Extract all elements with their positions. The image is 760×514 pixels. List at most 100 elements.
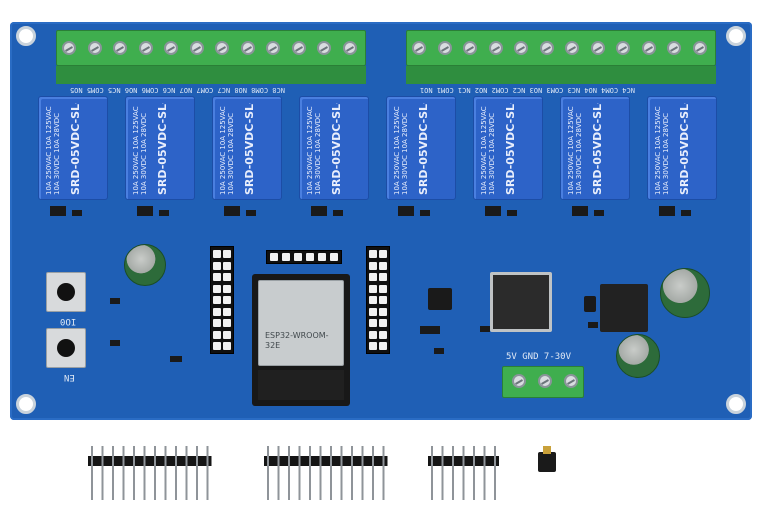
relay: 10A 250VAC 10A 125VAC 10A 30VDC 10A 28VD… xyxy=(647,96,717,200)
jumper-cap xyxy=(538,446,556,472)
header-pad xyxy=(223,307,231,316)
relay-spec: 10A 250VAC 10A 125VAC 10A 30VDC 10A 28VD… xyxy=(219,106,235,195)
relay-code: SRD-05VDC-SL-C xyxy=(591,103,604,195)
relay-spec: 10A 250VAC 10A 125VAC 10A 30VDC 10A 28VD… xyxy=(393,106,409,195)
header-pad xyxy=(223,342,231,350)
power-screw-2 xyxy=(538,374,552,388)
relay: 10A 250VAC 10A 125VAC 10A 30VDC 10A 28VD… xyxy=(125,96,195,200)
mounting-hole-bottom-left xyxy=(16,394,36,414)
capacitor-c4 xyxy=(616,334,660,378)
smd-part xyxy=(110,298,120,304)
power-screw-1 xyxy=(512,374,526,388)
header-strip-body xyxy=(264,456,388,466)
terminal-screw xyxy=(412,41,426,55)
accessories xyxy=(88,446,556,500)
header-pad xyxy=(306,253,314,261)
terminal-screw xyxy=(215,41,229,55)
terminal-screw xyxy=(291,41,306,55)
header-pad xyxy=(379,342,387,350)
terminal-screw xyxy=(164,41,178,55)
terminal-screw xyxy=(514,41,528,55)
relay-spec: 10A 250VAC 10A 125VAC 10A 30VDC 10A 28VD… xyxy=(306,106,322,195)
header-pad xyxy=(223,284,231,293)
relay: 10A 250VAC 10A 125VAC 10A 30VDC 10A 28VD… xyxy=(560,96,630,200)
terminal-screw xyxy=(539,41,554,55)
en-button xyxy=(46,328,86,368)
terminal-screw xyxy=(240,41,255,55)
header-pad xyxy=(379,296,387,304)
mounting-hole-top-right xyxy=(726,26,746,46)
terminal-screw xyxy=(590,41,605,55)
terminal-screw xyxy=(62,41,76,55)
relay-driver-transistor xyxy=(572,206,588,216)
header-pad xyxy=(213,319,221,327)
header-pad xyxy=(369,319,377,327)
header-pad xyxy=(369,342,377,350)
relay-code: SRD-05VDC-SL-C xyxy=(417,103,430,195)
header-pad xyxy=(282,253,290,261)
relay: 10A 250VAC 10A 125VAC 10A 30VDC 10A 28VD… xyxy=(386,96,456,200)
ldo-regulator xyxy=(428,288,452,310)
relay-driver-transistor xyxy=(311,206,327,216)
en-label: EN xyxy=(64,372,75,382)
smd-part xyxy=(420,326,440,334)
header-pad xyxy=(318,253,326,261)
header-pad xyxy=(223,261,231,270)
relay-code: SRD-05VDC-SL-C xyxy=(69,103,82,195)
terminal-screw xyxy=(87,41,102,55)
terminal-screw xyxy=(641,41,656,55)
header-pad xyxy=(223,250,231,258)
header-pad xyxy=(369,250,377,258)
header-pad xyxy=(379,261,387,270)
relay: 10A 250VAC 10A 125VAC 10A 30VDC 10A 28VD… xyxy=(473,96,543,200)
esp32-module: ESP32-WROOM-32E xyxy=(252,274,350,406)
relay-spec: 10A 250VAC 10A 125VAC 10A 30VDC 10A 28VD… xyxy=(132,106,148,195)
terminal-block-left xyxy=(56,30,366,66)
module-text: ESP32-WROOM-32E xyxy=(265,331,329,350)
header-pins-middle xyxy=(264,446,388,500)
power-screw-3 xyxy=(564,374,578,388)
relay-code: SRD-05VDC-SL-C xyxy=(330,103,343,195)
terminal-screw xyxy=(692,41,707,55)
terminal-block-right xyxy=(406,30,716,66)
module-shield: ESP32-WROOM-32E xyxy=(258,280,344,366)
header-pad xyxy=(270,253,278,261)
header-pad xyxy=(379,319,387,327)
header-pad xyxy=(223,296,231,304)
relay-driver-transistor xyxy=(659,206,675,216)
terminal-screw xyxy=(463,41,477,55)
relay-diode xyxy=(594,210,604,216)
terminal-screw xyxy=(138,41,153,55)
io0-label: IO0 xyxy=(60,316,77,326)
mounting-hole-bottom-right xyxy=(726,394,746,414)
header-pad xyxy=(369,273,377,281)
terminal-block-left-base xyxy=(56,66,366,84)
relay: 10A 250VAC 10A 125VAC 10A 30VDC 10A 28VD… xyxy=(38,96,108,200)
header-pad xyxy=(223,319,231,327)
relay-driver-transistor xyxy=(398,206,414,216)
relay-board-pcb: NC8 COM8 NO8 NC7 COM7 NO7 NC6 COM6 NO6 N… xyxy=(10,22,752,420)
terminal-block-right-base xyxy=(406,66,716,84)
relay-code: SRD-05VDC-SL-C xyxy=(504,103,517,195)
relay-spec: 10A 250VAC 10A 125VAC 10A 30VDC 10A 28VD… xyxy=(480,106,496,195)
header-pad xyxy=(223,273,231,281)
terminal-screw xyxy=(667,41,681,55)
relay-spec: 10A 250VAC 10A 125VAC 10A 30VDC 10A 28VD… xyxy=(567,106,583,195)
header-pad xyxy=(379,250,387,258)
terminal-screw xyxy=(616,41,630,55)
header-pad xyxy=(330,253,338,261)
relay-diode xyxy=(681,210,691,216)
header-pins-left xyxy=(88,446,212,500)
relay-code: SRD-05VDC-SL-C xyxy=(678,103,691,195)
terminal-screw xyxy=(189,41,204,55)
header-pad xyxy=(294,253,302,261)
terminal-screw xyxy=(342,41,357,55)
relay-diode xyxy=(333,210,343,216)
terminal-screw xyxy=(488,41,503,55)
diode xyxy=(584,296,596,312)
relay-diode xyxy=(420,210,430,216)
relay-diode xyxy=(246,210,256,216)
terminal-screw xyxy=(317,41,331,55)
smd-part xyxy=(110,340,120,346)
